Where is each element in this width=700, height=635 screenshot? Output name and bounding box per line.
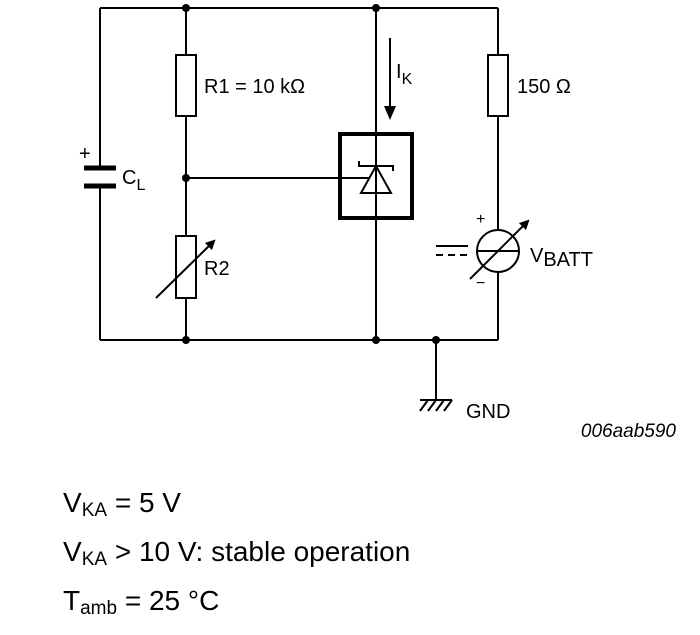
vbatt-source: + − VBATT [436,211,593,292]
condition-vka: VKA = 5 V [63,487,181,521]
vbatt-label: VBATT [530,245,593,271]
ground-symbol: GND [419,399,510,423]
vbatt-plus-label: + [476,211,485,228]
condition-vka-stable: VKA > 10 V: stable operation [63,536,411,570]
vbatt-minus-label: − [476,275,485,292]
conditions-list: VKA = 5 V VKA > 10 V: stable operation T… [63,478,410,625]
capacitor-plus-label: + [79,143,91,165]
r150-label: 150 Ω [517,76,571,98]
resistor-r1: R1 = 10 kΩ [175,54,305,117]
shunt-regulator [338,132,414,220]
junction-dots [182,4,440,344]
resistor-r2: R2 [155,235,230,299]
capacitor-label: CL [122,167,145,194]
circuit-diagram: + CL R1 = 10 kΩ R2 IK 150 Ω [79,4,677,442]
resistor-150: 150 Ω [487,54,571,117]
condition-tamb: Tamb = 25 °C [63,585,220,619]
r2-label: R2 [204,258,230,280]
current-ik-arrow: IK [384,38,413,120]
capacitor-cl: + CL [79,143,145,194]
gnd-label: GND [466,401,510,423]
r1-label: R1 = 10 kΩ [204,76,305,98]
figure-code: 006aab590 [581,421,677,442]
ik-label: IK [396,61,413,88]
